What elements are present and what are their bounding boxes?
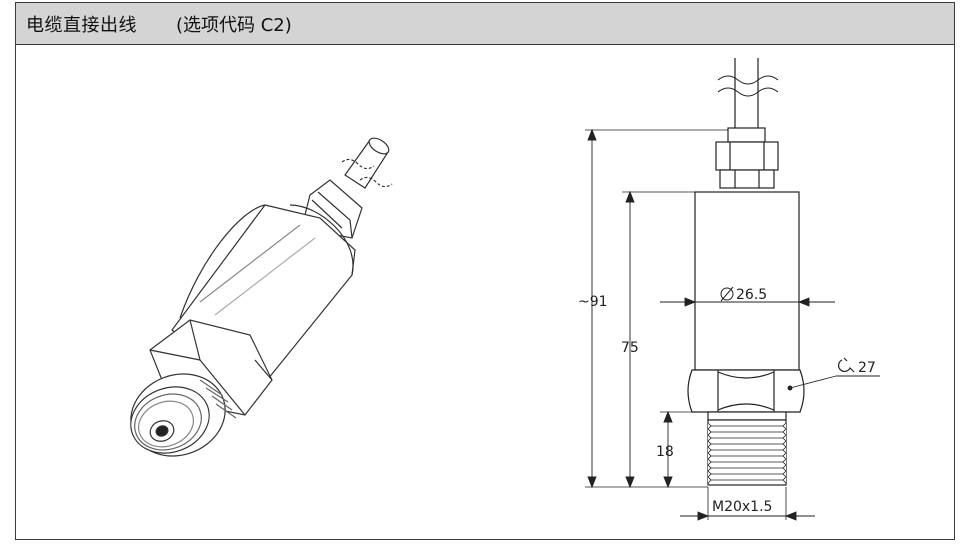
sensor-3d-view	[130, 137, 393, 457]
dim-diameter	[660, 297, 835, 307]
hex-nut-2d	[687, 369, 805, 413]
housing-2d	[694, 191, 800, 371]
thread-port-3d	[130, 373, 237, 457]
extension-lines	[585, 129, 787, 520]
label-thread-spec: M20x1.5	[712, 499, 772, 515]
panel-header: 电缆直接出线 (选项代码 C2)	[16, 3, 954, 45]
diameter-symbol-icon	[720, 286, 734, 302]
sensor-2d-view	[585, 58, 880, 521]
panel-title: 电缆直接出线	[26, 15, 137, 36]
thread-2d	[707, 411, 787, 486]
cable-gland-2d	[715, 141, 779, 189]
label-diameter: 26.5	[736, 287, 767, 303]
label-wrench-size: 27	[858, 360, 876, 376]
option-code-label: (选项代码 C2)	[176, 15, 292, 36]
dim-thread-length	[663, 410, 673, 489]
dim-overall-length	[587, 128, 597, 489]
dim-wrench-leader	[787, 375, 880, 391]
dim-thread-spec	[680, 511, 815, 521]
dim-body-length	[625, 190, 635, 489]
label-thread-length: 18	[656, 444, 674, 460]
label-body-length: 75	[621, 340, 639, 356]
wrench-icon	[838, 357, 855, 373]
cable-2d	[717, 58, 779, 143]
cable-3d	[341, 137, 393, 189]
label-overall-length: ~91	[578, 294, 608, 310]
